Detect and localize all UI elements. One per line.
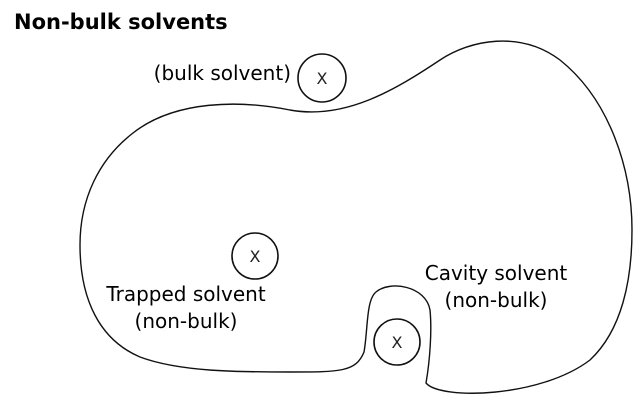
cavity-solvent-mark: X (392, 333, 403, 352)
cavity-solvent-circle (373, 318, 421, 366)
bulk-solvent-circle (297, 53, 347, 103)
trapped-solvent-circle (231, 232, 279, 280)
cavity-solvent-label-line2: (non-bulk) (445, 288, 548, 312)
bulk-solvent-label: (bulk solvent) (154, 61, 291, 85)
bulk-solvent-mark: X (317, 69, 328, 88)
cavity-solvent-label-line1: Cavity solvent (425, 261, 568, 285)
trapped-solvent-label-line1: Trapped solvent (105, 282, 266, 306)
protein-outline (79, 40, 633, 394)
trapped-solvent-label-line2: (non-bulk) (135, 309, 238, 333)
diagram-title: Non-bulk solvents (14, 10, 228, 34)
trapped-solvent-mark: X (250, 247, 261, 266)
